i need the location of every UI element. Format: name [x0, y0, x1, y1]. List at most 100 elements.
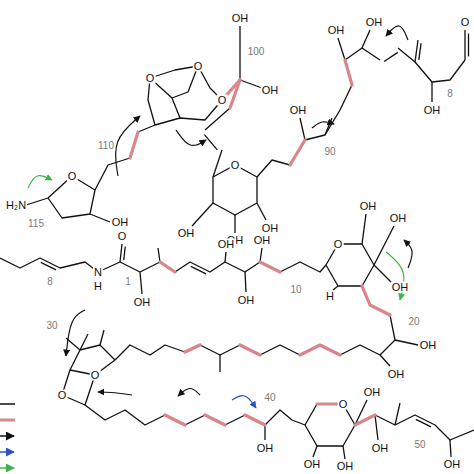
atom-label: O: [217, 95, 228, 106]
bond-line: [380, 355, 390, 366]
cosy-bond: [300, 345, 340, 355]
bond-line: [300, 118, 305, 140]
atom-label: O: [117, 231, 128, 242]
cosy-bond: [345, 60, 352, 85]
bond-line: [362, 30, 370, 48]
bond-line: [100, 330, 104, 345]
atom-label: OH: [231, 13, 250, 24]
atom-label: OH: [261, 85, 280, 96]
atom-number: 8: [46, 277, 54, 287]
bond-line: [257, 48, 380, 177]
atom-label: OH: [387, 369, 406, 380]
atom-label: OH: [359, 201, 378, 212]
atom-label: H₂N: [5, 200, 27, 211]
bond-line: [150, 78, 180, 118]
atom-number: 8: [446, 89, 454, 99]
atom-label: N: [93, 267, 103, 278]
bond-line: [374, 226, 394, 265]
atom-label: OH: [336, 461, 355, 472]
correlation-arrow: [28, 176, 52, 188]
atom-label: OH: [177, 228, 196, 239]
bond-line: [264, 425, 265, 440]
bond-line: [362, 286, 395, 355]
bond-line: [148, 66, 222, 125]
cosy-bond: [245, 415, 265, 425]
atom-label: OH: [237, 295, 256, 306]
bond-line: [98, 262, 140, 272]
legend-sample: [0, 403, 15, 405]
double-bond-line: [419, 43, 421, 60]
bond-line: [464, 30, 465, 60]
atom-label: OH: [261, 223, 280, 234]
bond-line: [260, 248, 262, 262]
bond-line: [140, 262, 326, 272]
bond-line: [313, 446, 317, 457]
bond-line: [305, 404, 355, 446]
bond-line: [219, 355, 220, 372]
legend-sample: [0, 451, 14, 453]
bond-line: [343, 446, 345, 459]
atom-number: 1: [124, 277, 132, 287]
atom-number: 90: [323, 147, 336, 157]
bond-line: [398, 48, 465, 82]
atom-label: O: [333, 239, 344, 250]
bond-line: [222, 80, 262, 100]
legend-sample: [0, 467, 14, 469]
bond-line: [0, 258, 98, 272]
bond-line: [115, 345, 380, 360]
bond-line: [140, 272, 142, 294]
atom-label: O: [460, 17, 471, 28]
bond-line: [90, 214, 110, 222]
bond-line: [415, 40, 418, 62]
atom-label: OH: [327, 25, 346, 36]
double-bond-line: [384, 52, 398, 61]
atom-label: OH: [371, 443, 390, 454]
double-bond-line: [124, 247, 126, 261]
cosy-bond: [290, 140, 305, 165]
bond-line: [213, 165, 257, 215]
bond-line: [326, 244, 374, 286]
bond-line: [395, 340, 418, 345]
double-bond-line: [191, 266, 206, 274]
correlation-arrow: [178, 388, 200, 396]
double-bond-line: [468, 34, 469, 57]
cosy-bond: [165, 415, 185, 425]
double-bond-line: [416, 419, 431, 427]
double-bond-line: [41, 262, 56, 270]
atom-label: O: [230, 160, 241, 171]
atom-label: OH: [365, 17, 384, 28]
atom-label: OH: [389, 213, 408, 224]
bond-line: [333, 286, 338, 290]
atom-label: OH: [391, 282, 410, 293]
atom-label: OH: [423, 105, 442, 116]
atom-number: 10: [289, 285, 302, 295]
bond-line: [374, 265, 392, 283]
double-bond-line: [204, 135, 217, 150]
atom-label: OH: [253, 235, 272, 246]
cosy-bond: [160, 262, 175, 272]
cosy-bond: [205, 415, 225, 425]
bond-line: [450, 440, 451, 457]
cosy-bond: [355, 415, 375, 425]
bond-line: [325, 118, 332, 135]
atom-number: 50: [413, 440, 426, 450]
cosy-bond: [130, 132, 138, 158]
correlation-arrow: [66, 310, 85, 356]
cosy-bond: [362, 286, 390, 315]
bond-line: [395, 403, 400, 425]
atom-label: O: [193, 61, 204, 72]
legend-sample: [0, 435, 14, 437]
bond-line: [26, 198, 48, 205]
bond-line: [431, 82, 432, 102]
atom-number: 110: [97, 141, 115, 151]
atom-label: O: [145, 73, 156, 84]
legend-sample: [0, 419, 15, 422]
atom-label: OH: [111, 217, 130, 228]
atom-label: OH: [419, 340, 438, 351]
bond-line: [234, 215, 235, 233]
atom-label: O: [338, 399, 349, 410]
atom-label: O: [90, 370, 101, 381]
legend-sample: [0, 404, 15, 468]
atom-number: 40: [263, 393, 276, 403]
bond-line: [48, 176, 95, 218]
